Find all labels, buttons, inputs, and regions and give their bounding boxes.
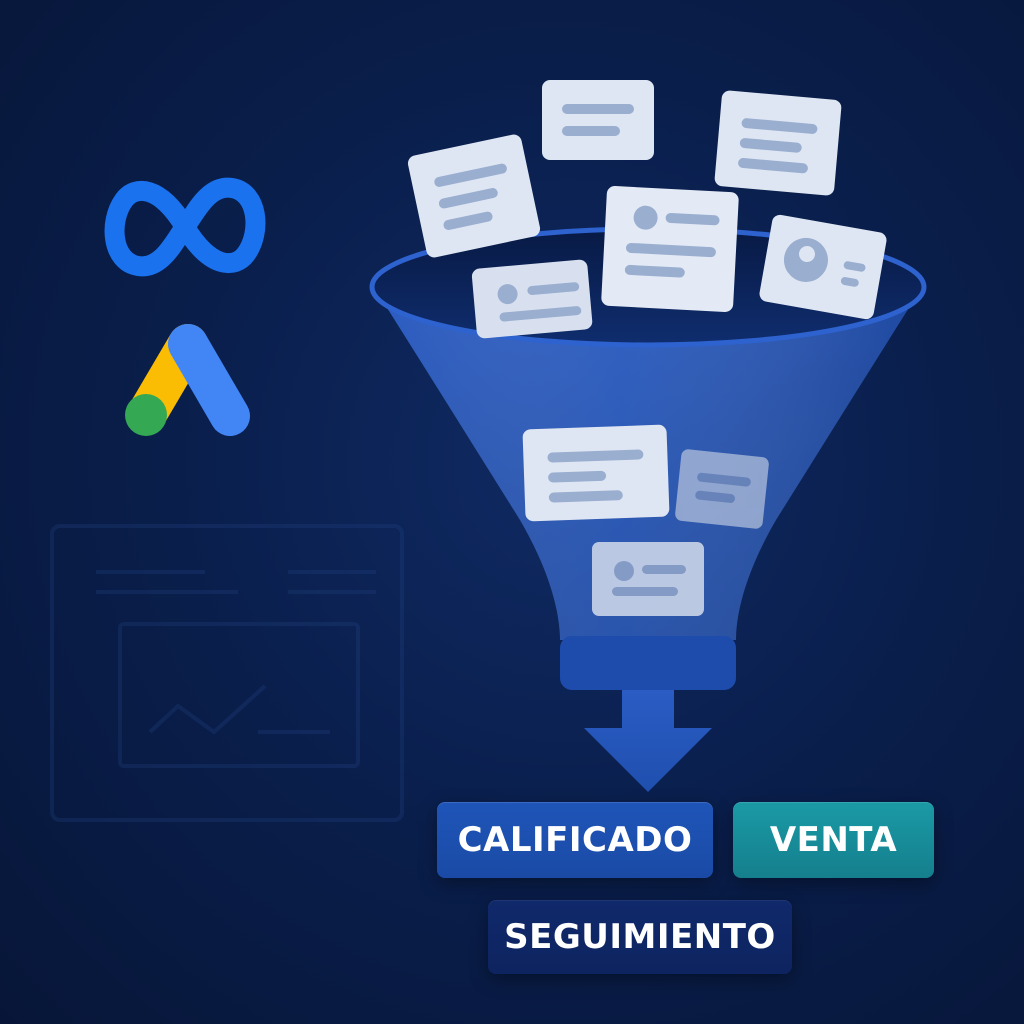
lead-card <box>407 134 541 258</box>
lead-card <box>759 214 887 320</box>
lead-card <box>675 449 769 529</box>
calificado-badge: CALIFICADO <box>437 802 713 878</box>
google-ads-logo-icon <box>125 324 250 436</box>
venta-label: VENTA <box>769 820 898 860</box>
meta-infinity-logo-icon <box>104 177 266 277</box>
seguimiento-badge: SEGUIMIENTO <box>488 900 792 974</box>
lead-card <box>714 90 842 196</box>
analytics-dashboard-icon <box>50 524 404 822</box>
seguimiento-label: SEGUIMIENTO <box>504 917 776 957</box>
lead-card <box>471 259 593 339</box>
lead-card <box>592 542 704 616</box>
lead-card <box>542 80 654 160</box>
venta-badge: VENTA <box>733 802 934 878</box>
arrow-down-icon <box>584 690 712 792</box>
lead-card <box>522 424 670 522</box>
lead-card <box>601 186 739 312</box>
calificado-label: CALIFICADO <box>457 820 693 860</box>
